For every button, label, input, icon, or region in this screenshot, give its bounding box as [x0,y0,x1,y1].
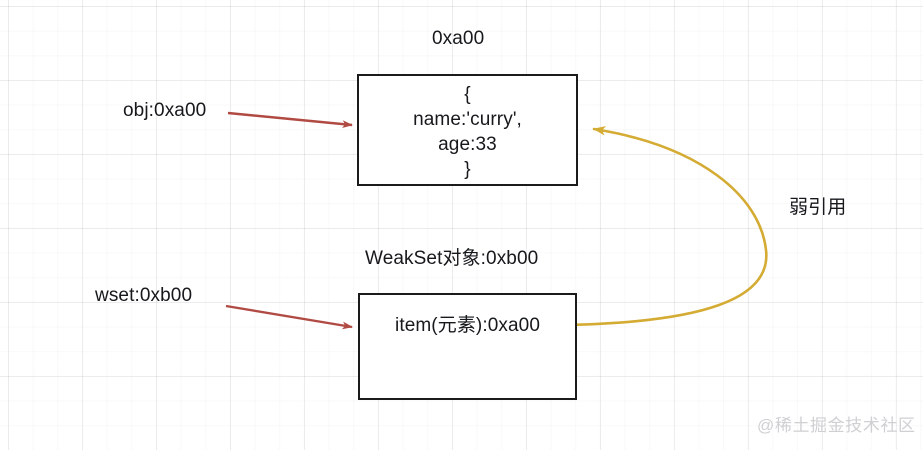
object-box: { name:'curry', age:33 } [357,74,578,186]
wset-strong-reference-arrow [225,304,353,330]
object-box-content: { name:'curry', age:33 } [413,84,522,180]
wset-variable-label: wset:0xb00 [95,285,193,306]
object-box-address-label: 0xa00 [432,28,485,49]
weak-reference-label: 弱引用 [789,197,847,218]
obj-strong-reference-arrow [227,111,353,128]
watermark: @稀土掘金技术社区 [757,416,916,435]
weak-reference-arrow [566,126,768,327]
weakset-box: item(元素):0xa00 [358,293,577,400]
weakset-box-address-label: WeakSet对象:0xb00 [365,248,539,269]
weakset-box-content: item(元素):0xa00 [395,315,540,336]
obj-variable-label: obj:0xa00 [123,100,207,121]
